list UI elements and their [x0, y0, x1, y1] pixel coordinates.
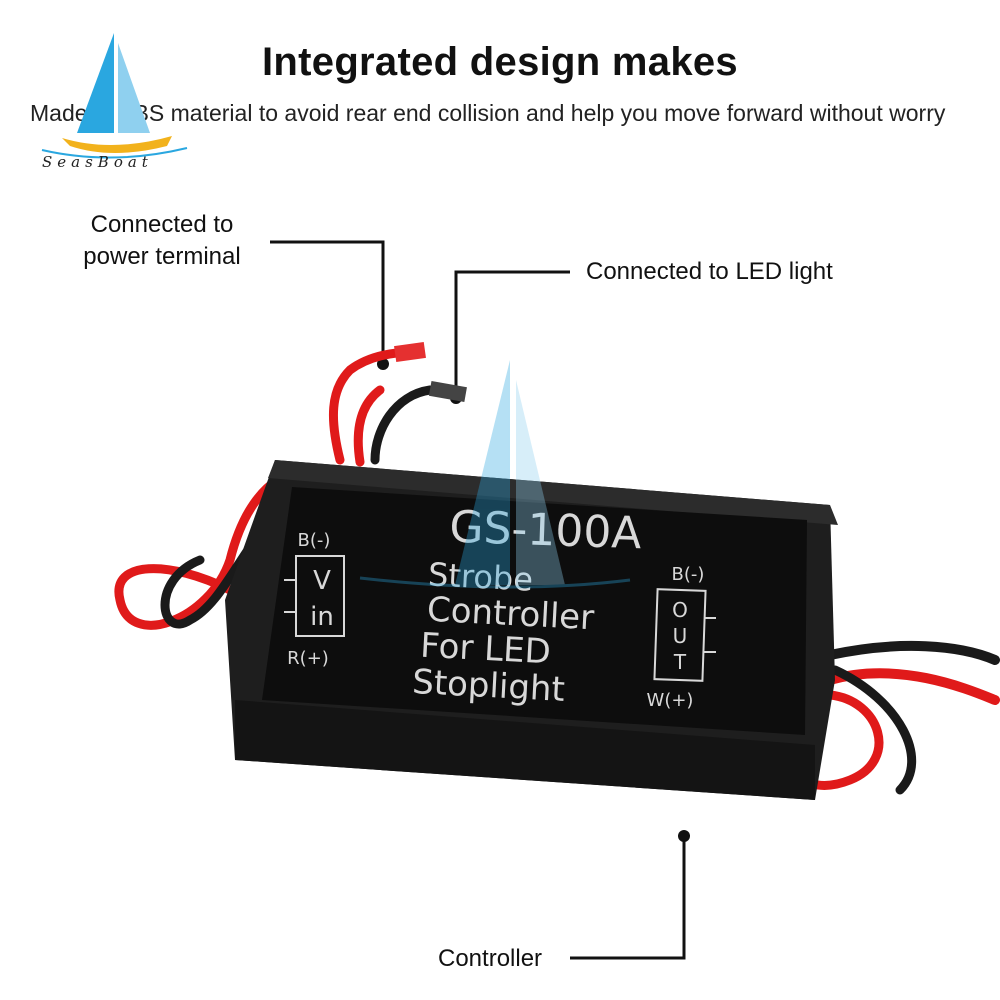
- out-t-label: T: [673, 650, 687, 674]
- label-panel: GS-100A Strobe Controller For LED Stopli…: [262, 487, 807, 735]
- page-subtitle: Made of ABS material to avoid rear end c…: [30, 100, 946, 126]
- vin-box: [295, 555, 345, 637]
- left-terminal-top-label: B(-): [298, 530, 331, 551]
- brand-name: SeasBoat: [42, 153, 153, 171]
- sailboat-logo-icon: [41, 33, 188, 159]
- left-terminal-bottom-label: R(+): [287, 648, 329, 669]
- callout-leader-lines: [270, 240, 686, 960]
- label-line-strobe: Strobe: [427, 555, 534, 598]
- left-wires: [114, 341, 467, 630]
- controller-leader-dot: [678, 830, 690, 842]
- callout-power-terminal: Connected to power terminal: [83, 211, 241, 270]
- model-label: GS-100A: [449, 502, 643, 560]
- callout-led-light: Connected to LED light: [586, 258, 833, 285]
- vin-in-label: in: [310, 602, 334, 632]
- power-leader-dot: [377, 358, 389, 370]
- right-terminal-bottom-label: W(+): [647, 690, 694, 711]
- right-terminal-top-label: B(-): [672, 564, 705, 585]
- label-line-for-led: For LED: [419, 626, 551, 673]
- out-box: [653, 588, 707, 682]
- out-u-label: U: [673, 624, 688, 648]
- right-wires: [789, 640, 1000, 795]
- label-line-controller: Controller: [426, 590, 595, 639]
- watermark-sail-icon: [359, 360, 631, 589]
- page-title: Integrated design makes: [262, 40, 738, 84]
- label-line-stoplight: Stoplight: [411, 662, 566, 710]
- out-o-label: O: [672, 598, 688, 622]
- vin-v-label: V: [313, 566, 331, 596]
- callout-controller: Controller: [438, 945, 543, 972]
